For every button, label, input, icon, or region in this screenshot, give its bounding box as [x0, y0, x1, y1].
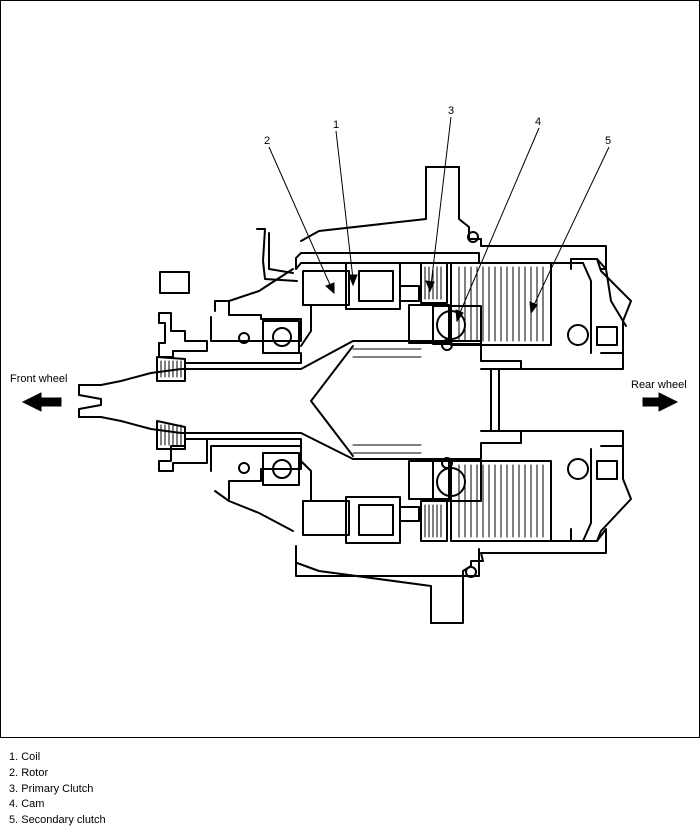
- legend-item-cam: 4. Cam: [9, 798, 45, 811]
- shaft-rear-bottom: [480, 430, 624, 450]
- housing-bottom-inner: [295, 545, 480, 577]
- rotor-top-stem: [300, 304, 312, 347]
- small-ball-bottom-left: [238, 462, 250, 474]
- diagram-frame: Front wheel Rear wheel 1 2 3 4 5: [0, 0, 700, 738]
- shaft-upper: [78, 340, 522, 460]
- front-wheel-label: Front wheel: [10, 373, 67, 385]
- housing-top-wall: [300, 166, 427, 242]
- shaft-plate-line-top: [352, 348, 422, 358]
- callout-number-5: 5: [605, 135, 611, 147]
- shaft-bottom-detail: [184, 438, 302, 450]
- callout-leader-3: [430, 116, 452, 286]
- callout-number-2: 2: [264, 135, 270, 147]
- shaft-rear: [480, 350, 624, 370]
- coil-top-link: [399, 285, 420, 302]
- rear-pin-top: [596, 326, 618, 346]
- secondary-clutch-plates-top: [458, 266, 544, 342]
- rear-pin-bottom: [596, 460, 618, 480]
- legend-item-rotor: 2. Rotor: [9, 766, 49, 779]
- housing-bottom-outline: [430, 528, 607, 624]
- housing-top-outline: [425, 166, 607, 270]
- armature-top: [408, 304, 450, 344]
- seal-bottom-left: [158, 438, 208, 472]
- coil-bottom-outer: [345, 496, 401, 544]
- legend-item-secondary-clutch: 5. Secondary clutch: [9, 814, 106, 827]
- rear-plate-bottom: [550, 448, 592, 542]
- secondary-clutch-plates-bottom: [458, 464, 544, 538]
- spline-teeth-top: [160, 360, 182, 378]
- shaft-top-detail: [184, 352, 302, 364]
- coil-cable: [256, 228, 298, 282]
- coil-top-outer: [345, 262, 401, 310]
- rear-ball-bottom: [567, 458, 589, 480]
- primary-clutch-plates-bottom: [424, 504, 442, 538]
- housing-bottom-wall: [296, 562, 432, 624]
- coil-top-inner: [358, 270, 394, 302]
- rotor-bottom-stem: [300, 460, 312, 502]
- secondary-clutch-bottom-housing: [450, 460, 552, 542]
- rear-ball-top: [567, 324, 589, 346]
- housing-slope-top: [214, 268, 294, 312]
- housing-right-corner-top: [600, 268, 627, 327]
- bearing-bottom-left: [262, 452, 300, 486]
- coil-bottom-inner: [358, 504, 394, 536]
- callout-arrowhead-5: [529, 301, 538, 315]
- secondary-clutch-top-housing: [450, 262, 552, 346]
- housing-bolt-bottom: [465, 566, 477, 578]
- callout-arrowhead-3: [425, 280, 435, 293]
- armature-bottom: [408, 460, 450, 500]
- parts-legend: 1. Coil 2. Rotor 3. Primary Clutch 4. Ca…: [9, 750, 106, 829]
- small-ball-top-left: [238, 332, 250, 344]
- coupling-cross-section-diagram: Front wheel Rear wheel 1 2 3 4 5: [10, 105, 687, 624]
- rotor-bottom: [302, 500, 350, 536]
- rear-wheel-label: Rear wheel: [631, 379, 687, 391]
- front-wheel-arrow: [21, 392, 62, 412]
- coil-bottom-link: [399, 506, 420, 522]
- legend-item-coil: 1. Coil: [9, 751, 41, 763]
- callout-leader-1: [335, 130, 354, 280]
- shaft-notch: [78, 384, 102, 418]
- callout-leader-4: [458, 127, 540, 316]
- seal-top-left: [158, 312, 208, 358]
- spline-teeth-bottom: [160, 424, 182, 446]
- shaft-plate-line-bottom: [352, 444, 422, 454]
- legend-item-primary-clutch: 3. Primary Clutch: [9, 782, 94, 795]
- bearing-ball-top-left: [272, 327, 292, 347]
- rear-wheel-arrow: [642, 392, 679, 412]
- coil-cable-inner: [268, 232, 294, 274]
- callout-arrowhead-1: [348, 274, 358, 287]
- callout-leader-2: [268, 146, 332, 288]
- bearing-ball-bottom-left: [272, 459, 292, 479]
- callout-arrowhead-2: [325, 282, 335, 295]
- callout-arrowhead-4: [455, 309, 464, 323]
- housing-slope-bottom: [214, 490, 294, 532]
- bearing-top-left: [262, 320, 300, 354]
- small-box: [159, 271, 190, 294]
- shaft-cone: [310, 345, 354, 457]
- housing-right-bottom: [596, 445, 632, 542]
- housing-bolt-top: [467, 231, 479, 243]
- bearing-bottom-left-housing: [210, 445, 302, 500]
- callout-number-1: 1: [333, 119, 339, 131]
- bearing-top-left-housing: [210, 300, 302, 342]
- spline-bottom: [156, 420, 186, 450]
- callout-number-3: 3: [448, 105, 454, 117]
- rotor-top: [302, 270, 350, 306]
- callout-leader-5: [532, 146, 610, 308]
- callout-number-4: 4: [535, 116, 541, 128]
- rear-plate-top: [550, 262, 592, 354]
- spline-top: [156, 356, 186, 382]
